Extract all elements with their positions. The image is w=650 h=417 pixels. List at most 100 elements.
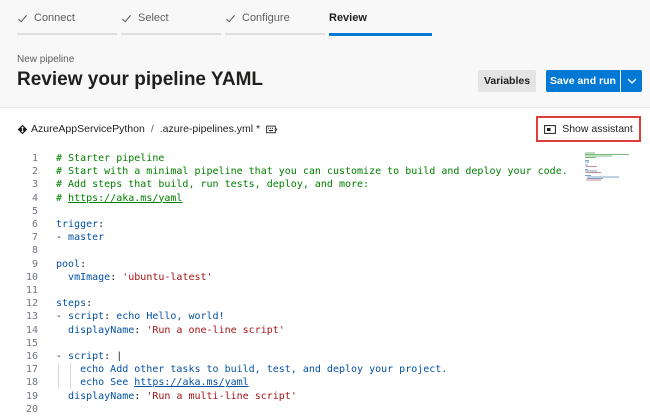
code-text: # https://aka.ms/yaml — [56, 192, 182, 205]
step-label: Connect — [34, 12, 75, 24]
code-token: : — [104, 311, 117, 323]
code-line[interactable]: 10 vmImage: 'ubuntu-latest' — [0, 271, 580, 284]
step-label: Review — [329, 12, 367, 24]
line-number: 14 — [25, 324, 38, 336]
code-line[interactable]: 17 echo Add other tasks to build, test, … — [0, 363, 580, 377]
code-line[interactable]: 8 — [0, 244, 580, 257]
step-label: Configure — [242, 12, 290, 24]
line-number: 18 — [25, 377, 38, 389]
code-token: - — [56, 232, 69, 244]
code-line[interactable]: 7- master — [0, 231, 580, 244]
indent-guide — [58, 363, 59, 377]
code-token — [56, 391, 68, 402]
line-number: 4 — [31, 192, 38, 204]
code-text: steps: — [56, 297, 92, 310]
repo-icon — [17, 124, 28, 134]
code-text: pool: — [56, 258, 86, 271]
step-progress-bar — [329, 33, 432, 36]
code-token: vmImage — [68, 271, 111, 283]
line-number: 17 — [25, 364, 38, 376]
keyboard-icon[interactable] — [266, 125, 278, 134]
code-line[interactable]: 16- script: | — [0, 350, 580, 363]
repo-name-link[interactable]: AzureAppServicePython — [31, 123, 145, 135]
step-configure[interactable]: Configure — [225, 0, 329, 36]
code-token: displayName — [68, 324, 135, 336]
file-name[interactable]: .azure-pipelines.yml * — [159, 123, 261, 135]
line-number: 6 — [31, 219, 38, 230]
step-connect[interactable]: Connect — [17, 0, 121, 36]
code-token: https://aka.ms/yaml — [68, 192, 183, 204]
show-assistant-label: Show assistant — [562, 123, 633, 135]
code-line[interactable]: 2 # Start with a minimal pipeline that yo… — [0, 165, 580, 178]
step-review[interactable]: Review — [329, 0, 433, 36]
code-line[interactable]: 9 pool: — [0, 258, 580, 271]
code-token: - — [56, 311, 69, 323]
code-text: # Add steps that build, run tests, deplo… — [56, 178, 369, 191]
code-line[interactable]: 19 displayName: 'Run a multi-line script… — [0, 390, 580, 403]
code-line[interactable]: 18 echo See https://aka.ms/yaml — [0, 376, 580, 390]
code-line[interactable]: 6 trigger: — [0, 218, 580, 231]
line-number: 10 — [25, 271, 38, 283]
check-icon — [17, 14, 28, 23]
page-subtitle: New pipeline — [17, 54, 75, 65]
variables-button[interactable]: Variables — [478, 70, 536, 92]
code-line[interactable]: 5 — [0, 205, 580, 218]
line-number: 13 — [25, 311, 38, 323]
code-text: trigger: — [56, 218, 104, 231]
code-text: - script: echo Hello, world! — [56, 310, 225, 323]
step-progress-bar — [121, 33, 221, 35]
code-token: 'ubuntu-latest' — [122, 271, 213, 283]
line-number: 2 — [31, 166, 38, 178]
line-number: 5 — [31, 205, 38, 217]
code-line[interactable]: 4 # https://aka.ms/yaml — [0, 192, 580, 205]
code-line[interactable]: 11 — [0, 284, 580, 297]
wizard-steps: Connect Select Configure Review — [17, 0, 433, 36]
code-text: vmImage: 'ubuntu-latest' — [56, 271, 213, 284]
code-line[interactable]: 14 displayName: 'Run a one-line script' — [0, 324, 580, 337]
code-token: echo Hello, world! — [116, 311, 225, 323]
line-number: 9 — [31, 258, 38, 270]
code-text: echo See https://aka.ms/yaml — [56, 376, 249, 389]
path-separator: / — [150, 123, 154, 135]
code-token: # Starter pipeline — [56, 153, 165, 164]
code-line[interactable]: 3 # Add steps that build, run tests, depl… — [0, 178, 580, 191]
code-line[interactable]: 1# Starter pipeline — [0, 152, 580, 165]
code-text: displayName: 'Run a multi-line script' — [56, 390, 297, 403]
code-line[interactable]: 15 — [0, 337, 580, 350]
save-options-dropdown[interactable] — [621, 70, 642, 92]
code-token: # — [56, 192, 69, 204]
step-select[interactable]: Select — [121, 0, 225, 36]
code-text: echo Add other tasks to build, test, and… — [56, 363, 447, 376]
check-icon — [225, 14, 236, 23]
indent-guide — [70, 363, 71, 377]
code-token: - — [56, 351, 69, 362]
line-number: 20 — [25, 403, 38, 415]
code-text: - script: | — [56, 350, 122, 363]
code-token: : | — [104, 351, 123, 362]
code-token: pool — [56, 258, 81, 270]
code-token: : — [98, 219, 105, 230]
assistant-panel-icon — [544, 124, 557, 134]
code-line[interactable]: 20 — [0, 403, 580, 416]
code-token: script — [68, 311, 105, 323]
line-number: 3 — [31, 179, 38, 191]
save-and-run-button[interactable]: Save and run — [546, 70, 620, 92]
code-token: # Start with a minimal pipeline that you… — [56, 166, 568, 178]
show-assistant-button[interactable]: Show assistant — [536, 116, 641, 142]
code-line[interactable]: 13 - script: echo Hello, world! — [0, 310, 580, 323]
editor-minimap[interactable] — [585, 152, 629, 182]
line-number: 19 — [25, 390, 38, 402]
step-label: Select — [138, 12, 169, 24]
code-token: steps — [56, 298, 87, 310]
code-token: : — [80, 258, 87, 270]
code-token: 'Run a one-line script' — [146, 324, 285, 336]
check-icon — [121, 14, 132, 23]
line-number: 15 — [25, 337, 38, 349]
step-progress-bar — [225, 33, 325, 35]
code-token — [56, 325, 68, 336]
chevron-down-icon — [627, 78, 636, 84]
code-token — [56, 272, 68, 283]
line-number: 7 — [31, 232, 38, 244]
